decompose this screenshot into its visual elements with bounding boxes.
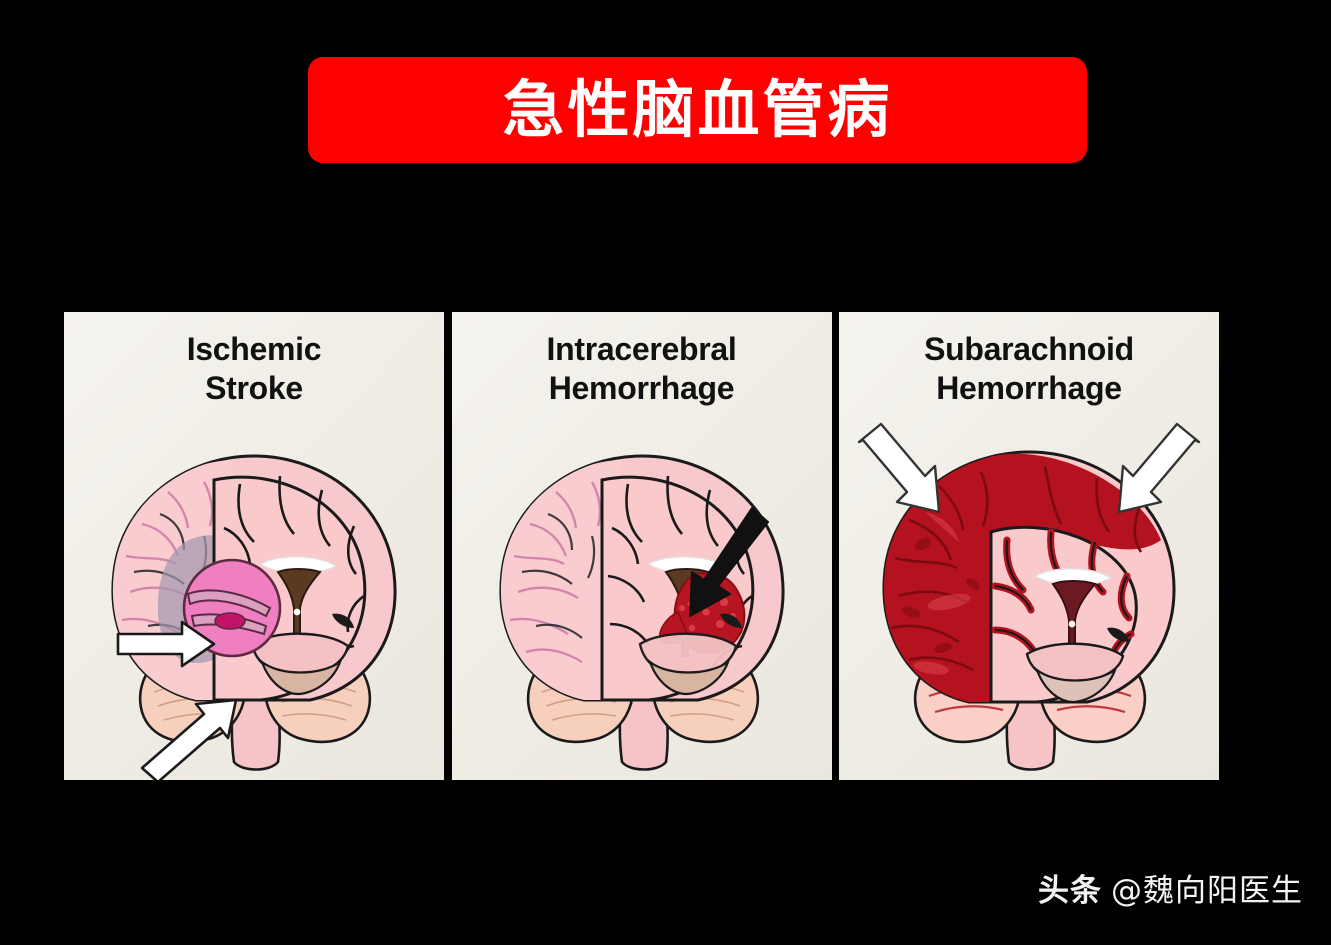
thrombus [214,612,246,630]
watermark: 头条 @魏向阳医生 [1038,876,1303,907]
panel-title-line1: Ischemic [186,331,322,367]
panel-title-line2: Hemorrhage [548,370,735,407]
arrow-diagonal-up-right [140,698,238,780]
ventricle-highlight [1068,620,1076,628]
arrow-diagonal-down-left [688,507,769,617]
arrow-diagonal-down-right [857,422,941,514]
blood-sulci-lines [890,465,1143,672]
temporal-horn [1107,627,1129,642]
illustration-subarachnoid-hemorrhage [839,416,1219,780]
watermark-handle: @魏向阳医生 [1111,873,1303,909]
panel-intracerebral-hemorrhage: Intracerebral Hemorrhage [451,312,832,780]
panel-title-line2: Stroke [205,370,303,407]
illustration-intracerebral-hemorrhage [452,416,832,780]
panel-title-line1: Intracerebral [546,331,737,367]
cut-face-gyri [607,475,753,671]
stroke-type-panels: Ischemic Stroke [64,312,1219,780]
midbrain [647,658,730,696]
illustration-ischemic-stroke [64,416,444,780]
ventricle-highlight [293,608,301,616]
title-banner: 急性脑血管病 [308,57,1087,163]
page-title: 急性脑血管病 [502,73,893,146]
panel-subarachnoid-hemorrhage: Subarachnoid Hemorrhage [839,312,1219,780]
arrow-horizontal-right [116,620,216,668]
temporal-horn [332,613,354,628]
arrow-diagonal-down-left [1117,422,1201,514]
watermark-brand: 头条 [1038,873,1102,909]
occluded-vessel-magnifier [182,558,282,658]
midbrain [1034,666,1118,704]
panel-title-intracerebral-hemorrhage: Intracerebral Hemorrhage [452,330,832,408]
panel-title-line1: Subarachnoid [924,331,1134,367]
cortex-left-surface [500,460,620,700]
panel-title-line2: Hemorrhage [936,370,1122,407]
blood-left-cortex [883,454,1011,702]
gyri-lines [509,481,601,664]
midbrain [259,658,343,696]
cut-face-gyri [994,531,1132,665]
temporal-horn [719,613,742,628]
panel-ischemic-stroke: Ischemic Stroke [64,312,444,780]
blood-superior-surface [1007,453,1161,550]
panel-title-subarachnoid-hemorrhage: Subarachnoid Hemorrhage [839,330,1219,408]
panel-title-ischemic-stroke: Ischemic Stroke [64,330,444,408]
